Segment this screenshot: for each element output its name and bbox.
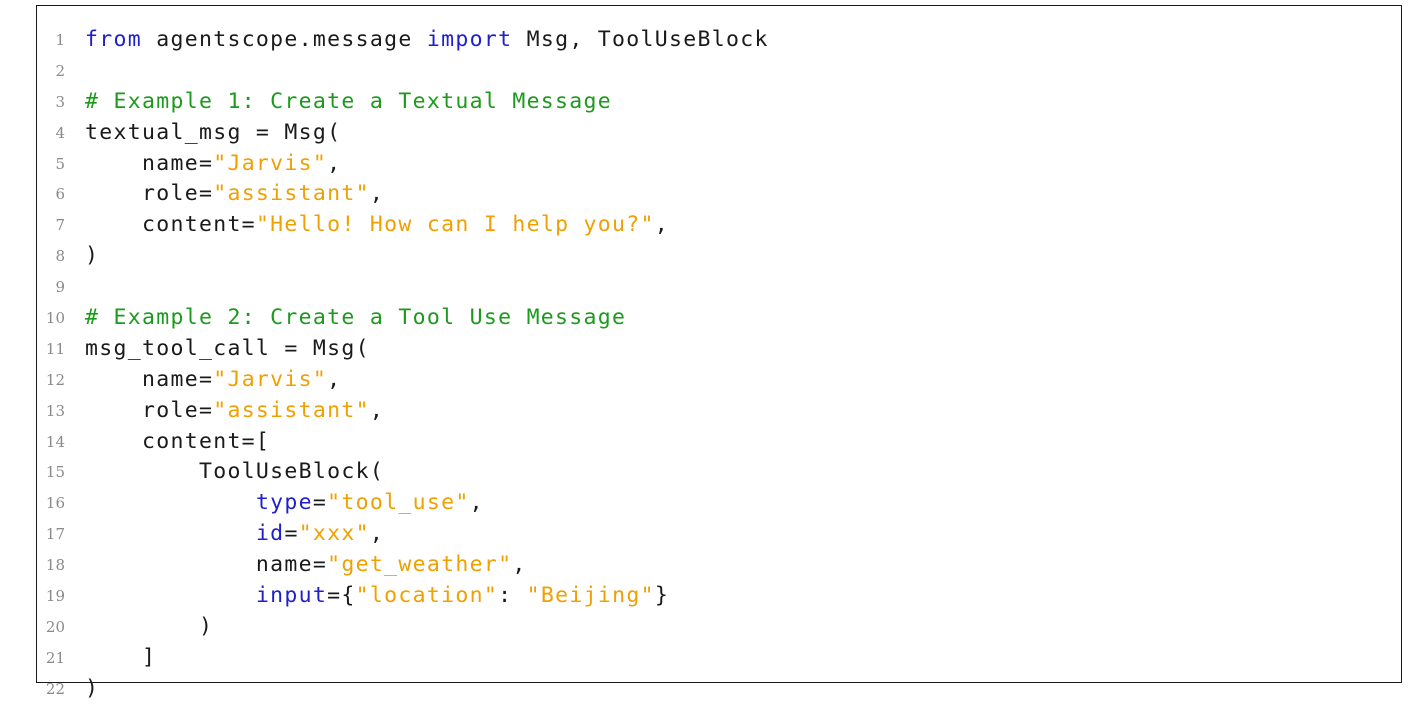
line-number: 9 bbox=[55, 278, 65, 297]
code-token: Msg, ToolUseBlock bbox=[512, 27, 769, 52]
code-token: , bbox=[369, 397, 385, 423]
code-line: ) bbox=[85, 612, 1391, 643]
code-token: # Example 1: Create a Textual Message bbox=[85, 88, 613, 114]
code-line: content=[ bbox=[85, 427, 1391, 458]
line-number: 16 bbox=[45, 494, 65, 513]
code-token: name= bbox=[85, 366, 214, 392]
code-token: ] bbox=[85, 644, 157, 670]
code-token: "get_weather" bbox=[327, 552, 513, 578]
code-line: input={"location": "Beijing"} bbox=[85, 581, 1391, 612]
code-token: name= bbox=[85, 552, 328, 578]
code-line: content="Hello! How can I help you?", bbox=[85, 210, 1391, 241]
code-token: } bbox=[654, 583, 670, 609]
code-token: import bbox=[426, 27, 513, 52]
code-line: name="Jarvis", bbox=[85, 149, 1391, 180]
code-token: = bbox=[312, 490, 328, 516]
line-number: 21 bbox=[45, 648, 65, 667]
line-number: 2 bbox=[55, 61, 65, 80]
code-token: content=[ bbox=[85, 428, 271, 454]
code-token: agentscope.message bbox=[141, 27, 427, 52]
line-number: 22 bbox=[45, 679, 65, 698]
line-number: 19 bbox=[45, 587, 65, 606]
code-line: id="xxx", bbox=[85, 519, 1391, 550]
line-number: 10 bbox=[45, 309, 65, 328]
code-token: "Jarvis" bbox=[213, 366, 328, 392]
code-token: , bbox=[327, 150, 342, 176]
code-line: # Example 2: Create a Tool Use Message bbox=[85, 303, 1391, 334]
code-token: : bbox=[498, 583, 527, 609]
code-line: ) bbox=[85, 674, 1391, 705]
line-number: 5 bbox=[55, 154, 65, 173]
code-token: , bbox=[469, 490, 484, 516]
code-line: msg_tool_call = Msg( bbox=[85, 334, 1391, 365]
code-token: ) bbox=[85, 675, 100, 701]
code-token: # Example 2: Create a Tool Use Message bbox=[85, 305, 627, 331]
code-line: # Example 1: Create a Textual Message bbox=[85, 87, 1391, 118]
code-token bbox=[85, 521, 256, 546]
code-token: ) bbox=[85, 613, 214, 639]
code-token bbox=[85, 490, 256, 515]
code-token: ={ bbox=[327, 583, 356, 609]
code-body: from agentscope.message import Msg, Tool… bbox=[85, 25, 1391, 705]
line-number: 11 bbox=[45, 339, 65, 358]
line-number: 15 bbox=[45, 463, 65, 482]
code-line bbox=[85, 272, 1391, 303]
code-token: "assistant" bbox=[213, 397, 370, 423]
code-token: input bbox=[255, 583, 328, 609]
code-token: type bbox=[255, 490, 313, 516]
code-token: role= bbox=[85, 397, 214, 423]
code-token: "assistant" bbox=[213, 181, 370, 207]
code-token: textual_msg = Msg( bbox=[85, 119, 342, 145]
code-token: "tool_use" bbox=[327, 490, 470, 516]
line-number: 14 bbox=[45, 432, 65, 451]
line-number: 7 bbox=[55, 216, 65, 235]
code-line: ) bbox=[85, 241, 1391, 272]
code-line: ToolUseBlock( bbox=[85, 457, 1391, 488]
code-token: id bbox=[255, 521, 285, 547]
code-token: , bbox=[327, 366, 342, 392]
line-number: 17 bbox=[45, 525, 65, 544]
code-token: msg_tool_call = Msg( bbox=[85, 335, 370, 361]
code-token: role= bbox=[85, 181, 214, 207]
line-number: 12 bbox=[45, 370, 65, 389]
code-token bbox=[85, 583, 256, 608]
code-token: , bbox=[369, 521, 385, 547]
line-number: 8 bbox=[55, 247, 65, 266]
code-line: from agentscope.message import Msg, Tool… bbox=[85, 25, 1391, 56]
code-token: "Hello! How can I help you?" bbox=[255, 212, 655, 238]
code-token: "xxx" bbox=[298, 521, 370, 547]
code-token: ) bbox=[85, 243, 100, 269]
code-token: "location" bbox=[355, 583, 499, 609]
code-token: , bbox=[369, 181, 385, 207]
code-line: type="tool_use", bbox=[85, 488, 1391, 519]
line-number: 4 bbox=[55, 123, 65, 142]
code-line: textual_msg = Msg( bbox=[85, 118, 1391, 149]
line-number: 6 bbox=[55, 185, 65, 204]
code-token: = bbox=[284, 521, 299, 547]
code-token: ToolUseBlock( bbox=[85, 459, 385, 485]
line-number: 18 bbox=[45, 556, 65, 575]
code-token: from bbox=[85, 27, 142, 52]
code-token: , bbox=[654, 212, 670, 238]
code-line: role="assistant", bbox=[85, 179, 1391, 210]
line-number: 3 bbox=[55, 92, 65, 111]
code-token: , bbox=[512, 552, 527, 578]
line-number: 13 bbox=[45, 401, 65, 420]
code-line bbox=[85, 56, 1391, 87]
code-line: ] bbox=[85, 643, 1391, 674]
code-token: content= bbox=[85, 212, 256, 238]
code-line: name="get_weather", bbox=[85, 550, 1391, 581]
code-line: name="Jarvis", bbox=[85, 365, 1391, 396]
line-number: 1 bbox=[55, 31, 65, 49]
code-token: "Beijing" bbox=[526, 583, 655, 609]
code-token: name= bbox=[85, 150, 214, 176]
code-line: role="assistant", bbox=[85, 396, 1391, 427]
line-number: 20 bbox=[45, 617, 65, 636]
code-token: "Jarvis" bbox=[213, 150, 328, 176]
